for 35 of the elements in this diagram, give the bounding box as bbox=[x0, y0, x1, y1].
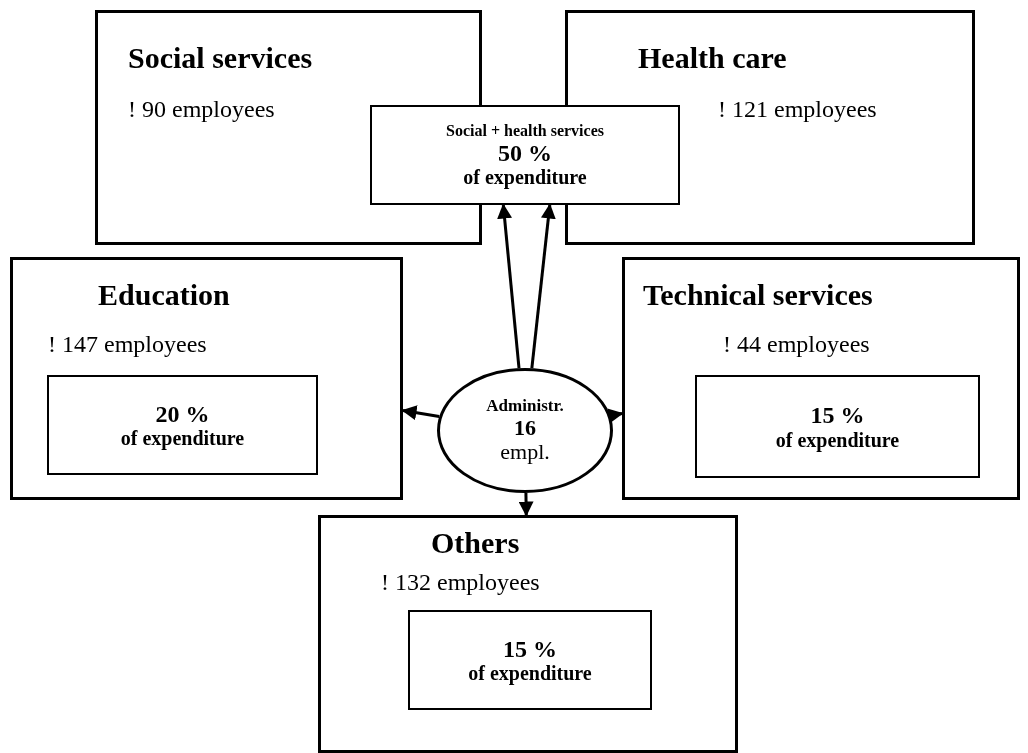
sector-heading: Education bbox=[98, 278, 230, 311]
administration-ellipse bbox=[437, 368, 613, 493]
node-text: Administr. bbox=[486, 396, 564, 416]
node-text: 50 % bbox=[498, 139, 552, 166]
arrow bbox=[607, 408, 624, 424]
node-text: of expenditure bbox=[775, 428, 900, 451]
sector-heading: Social services bbox=[128, 41, 313, 74]
node-text: of expenditure bbox=[468, 662, 592, 685]
node-text: Social + health services bbox=[446, 122, 604, 140]
node-text: ! 147 employees bbox=[48, 331, 207, 358]
node-text: 15 % bbox=[503, 635, 557, 663]
expenditure-box bbox=[695, 375, 980, 478]
sector-heading: Others bbox=[431, 526, 520, 559]
expenditure-box bbox=[408, 610, 652, 710]
node-text: ! 132 employees bbox=[381, 569, 540, 596]
node-text: 20 % bbox=[155, 400, 210, 428]
node-text: ! 121 employees bbox=[718, 96, 877, 123]
arrow bbox=[401, 405, 440, 421]
sector-box bbox=[318, 515, 738, 753]
node-text: ! 44 employees bbox=[723, 331, 870, 358]
node-text: 15 % bbox=[810, 402, 865, 429]
node-text: of expenditure bbox=[120, 427, 245, 450]
sector-box bbox=[622, 257, 1020, 500]
node-text: empl. bbox=[500, 439, 550, 465]
node-text: of expenditure bbox=[463, 166, 587, 188]
expenditure-box bbox=[47, 375, 318, 475]
arrow bbox=[518, 492, 534, 517]
node-text: ! 90 employees bbox=[128, 96, 275, 123]
sector-heading: Health care bbox=[638, 41, 787, 74]
node-text: 16 bbox=[514, 415, 536, 440]
sector-box bbox=[10, 257, 403, 500]
expenditure-box bbox=[370, 105, 680, 205]
arrow bbox=[497, 203, 521, 369]
sector-heading: Technical services bbox=[643, 278, 873, 311]
arrow bbox=[530, 203, 556, 369]
